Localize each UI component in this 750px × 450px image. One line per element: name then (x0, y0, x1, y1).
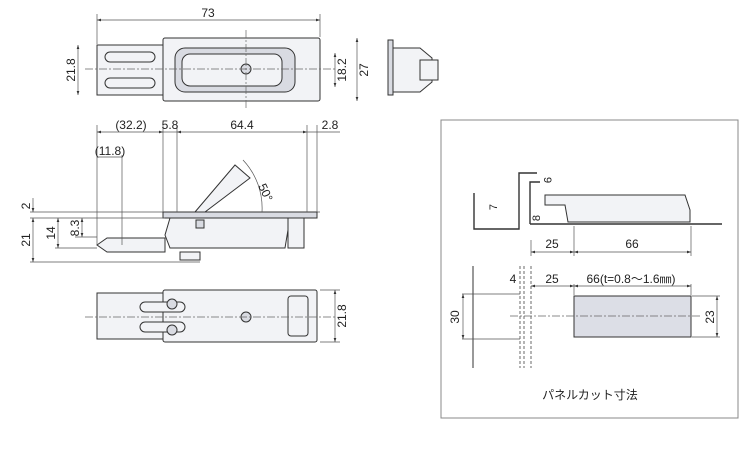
dim-25: 25 (545, 272, 559, 286)
dim-23: 23 (703, 310, 717, 324)
dim-27: 27 (357, 63, 371, 77)
top-view: 73 21.8 18.2 27 (64, 6, 439, 108)
dim-4: 4 (510, 272, 517, 286)
dim-64-4: 64.4 (230, 118, 254, 132)
panel-cut-box: 9 7 8 25 66 4 25 66(t=0.8～1.6㎜) 30 23 パネ… (440, 119, 739, 419)
dim-2: 2 (19, 202, 33, 209)
bottom-view: 21.8 (85, 289, 349, 343)
dim-66-thickness: 66(t=0.8～1.6㎜) (586, 272, 675, 286)
dim-25-top: 25 (545, 237, 559, 251)
dim-32-2: (32.2) (115, 118, 146, 132)
dim-21-8-bottom: 21.8 (335, 304, 349, 328)
dim-66-top: 66 (625, 237, 639, 251)
dim-18-2: 18.2 (335, 58, 349, 82)
dim-30: 30 (448, 310, 462, 324)
dim-11-8: (11.8) (95, 144, 125, 158)
dim-9: 9 (541, 177, 553, 183)
dim-7: 7 (488, 204, 500, 210)
side-view: 50° (32.2) 5.8 64.4 2.8 (11.8) 2 21 14 8… (19, 118, 340, 263)
dim-21-8-top: 21.8 (64, 58, 78, 82)
dim-14: 14 (44, 226, 58, 240)
panel-cutout (573, 295, 692, 338)
dim-73: 73 (201, 6, 215, 20)
dim-2-8: 2.8 (322, 118, 339, 132)
dim-8: 8 (531, 215, 543, 221)
dim-8-3: 8.3 (68, 219, 82, 236)
dim-5-8: 5.8 (162, 118, 179, 132)
panel-cut-caption: パネルカット寸法 (542, 388, 638, 402)
dim-21: 21 (19, 233, 33, 247)
